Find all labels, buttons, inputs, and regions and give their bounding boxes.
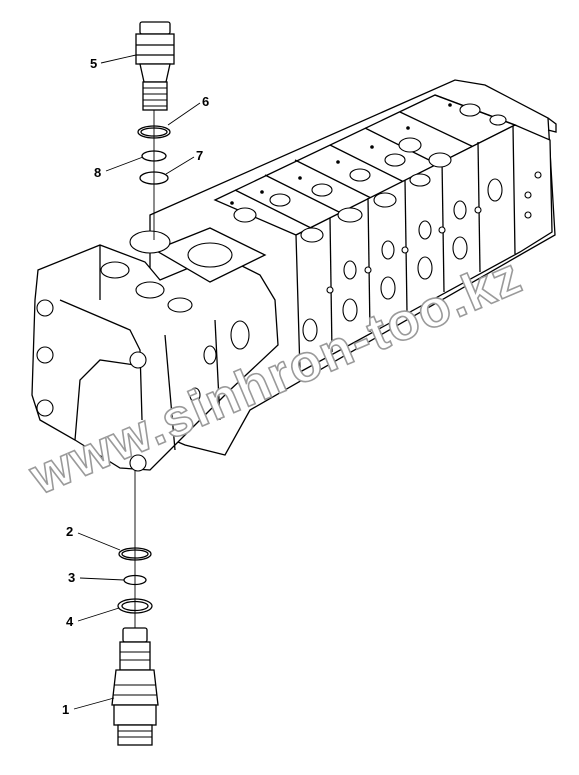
callout-2: 2 (66, 524, 121, 551)
top-ports (230, 103, 507, 243)
svg-text:2: 2 (66, 524, 73, 539)
callout-4: 4 (66, 607, 120, 629)
svg-text:4: 4 (66, 614, 74, 629)
svg-text:6: 6 (202, 94, 209, 109)
svg-text:8: 8 (94, 165, 101, 180)
end-plug (547, 117, 557, 133)
callout-5: 5 (90, 54, 137, 71)
lower-relief-valve (111, 627, 159, 746)
inlet-housing (31, 227, 279, 472)
callout-3: 3 (68, 570, 125, 585)
control-valve-block (31, 79, 557, 472)
o-ring-2 (118, 547, 152, 561)
callout-1: 1 (62, 697, 115, 717)
svg-text:3: 3 (68, 570, 75, 585)
svg-text:1: 1 (62, 702, 69, 717)
svg-text:7: 7 (196, 148, 203, 163)
side-ports (302, 171, 542, 342)
o-ring-4 (117, 598, 153, 614)
callout-6: 6 (167, 94, 209, 126)
callout-8: 8 (94, 156, 144, 180)
upper-relief-valve (135, 21, 175, 111)
callout-7: 7 (165, 148, 203, 175)
svg-text:5: 5 (90, 56, 97, 71)
